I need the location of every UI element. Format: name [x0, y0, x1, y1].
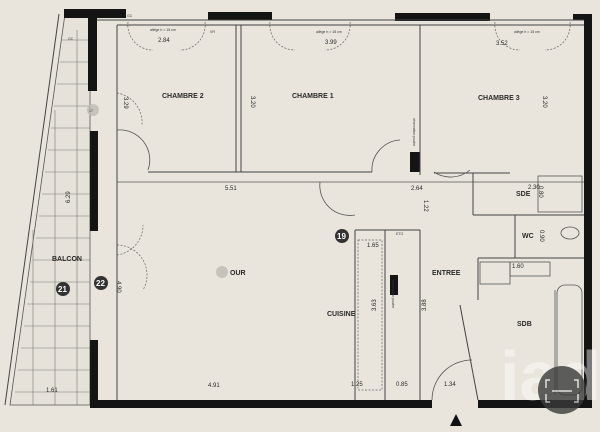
room-sejour: OUR	[230, 270, 246, 277]
badge-14	[216, 266, 228, 278]
dim-ch1-depth: 3.20	[249, 96, 255, 108]
scan-icon	[538, 366, 586, 414]
kitchen-counter	[357, 239, 383, 391]
dim-hall-top: 2.64	[411, 186, 423, 192]
note-etagere: ETG	[396, 232, 403, 236]
washbasin-icon	[479, 261, 511, 285]
note-gc: GC	[127, 14, 133, 18]
dimension-labels: 2.84 3.99 3.52 3.29 3.20 3.20 5.51 2.64 …	[46, 38, 547, 394]
badge-17	[87, 104, 99, 116]
room-balcon: BALCON	[52, 256, 82, 263]
iad-watermark-logo: iad	[500, 337, 600, 415]
balcony	[4, 13, 91, 406]
doors	[116, 21, 571, 401]
dim-ch3-width: 3.52	[496, 41, 508, 47]
note-reservation-poutre-2: réservation poutre	[391, 280, 395, 308]
room-sde: SDE	[516, 191, 531, 198]
exterior-walls	[64, 9, 592, 408]
toilet-icon	[560, 226, 580, 240]
dim-ch2-width: 2.84	[158, 38, 170, 44]
dim-wc-depth: 0.90	[538, 230, 544, 242]
north-arrow-icon	[450, 414, 462, 426]
badge-17-text: 17	[89, 109, 93, 113]
badge-22	[94, 276, 108, 290]
dim-sejour-top: 5.51	[225, 186, 237, 192]
room-entree: ENTREE	[432, 270, 461, 277]
annotations: allège h = 15 cm allège h = 15 cm allège…	[68, 14, 540, 308]
dim-balcon-depth: 6.29	[66, 191, 72, 203]
dim-hall-depth: 1.22	[422, 200, 428, 212]
dim-cuisine-small: 1.65	[367, 243, 379, 249]
note-vr: VR	[210, 30, 215, 34]
dim-sde-depth: 0.80	[537, 186, 543, 198]
dim-cuisine-bottom: 1.25	[351, 382, 363, 388]
note-gc-balcon: GC	[68, 37, 74, 41]
dim-window-height: 4.90	[115, 281, 121, 293]
room-sdb: SDB	[517, 321, 532, 328]
dim-sde-width: 2.30	[528, 185, 540, 191]
badge-22-text: 22	[96, 279, 105, 288]
room-wc: WC	[522, 233, 534, 240]
room-chambre-1: CHAMBRE 1	[292, 93, 334, 100]
note-allege-ch2: allège h = 15 cm	[150, 28, 176, 32]
dim-gaine-bottom: 0.85	[396, 382, 408, 388]
dim-cuisine-depth: 3.63	[372, 299, 378, 311]
dim-entree-depth: 3.88	[422, 299, 428, 311]
room-chambre-3: CHAMBRE 3	[478, 95, 520, 102]
dim-ch3-depth: 3.20	[541, 96, 547, 108]
badge-19-text: 19	[337, 232, 346, 241]
note-allege-ch1: allège h = 15 cm	[316, 30, 342, 34]
room-chambre-2: CHAMBRE 2	[162, 93, 204, 100]
note-reservation-poutre: réservation poutre	[412, 118, 416, 146]
badge-19	[335, 229, 349, 243]
badge-21	[56, 282, 70, 296]
room-cuisine: CUISINE	[327, 311, 356, 318]
badge-21-text: 21	[58, 285, 67, 294]
dim-sdb-small: 1.60	[512, 264, 524, 270]
dim-ch1-width: 3.99	[325, 40, 337, 46]
note-allege-ch3: allège h = 15 cm	[514, 30, 540, 34]
dim-entree-bottom: 1.34	[444, 382, 456, 388]
dim-balcon-bottom: 1.61	[46, 388, 58, 394]
dim-ch2-depth: 3.29	[122, 97, 128, 109]
dim-sejour-bottom: 4.91	[208, 383, 220, 389]
